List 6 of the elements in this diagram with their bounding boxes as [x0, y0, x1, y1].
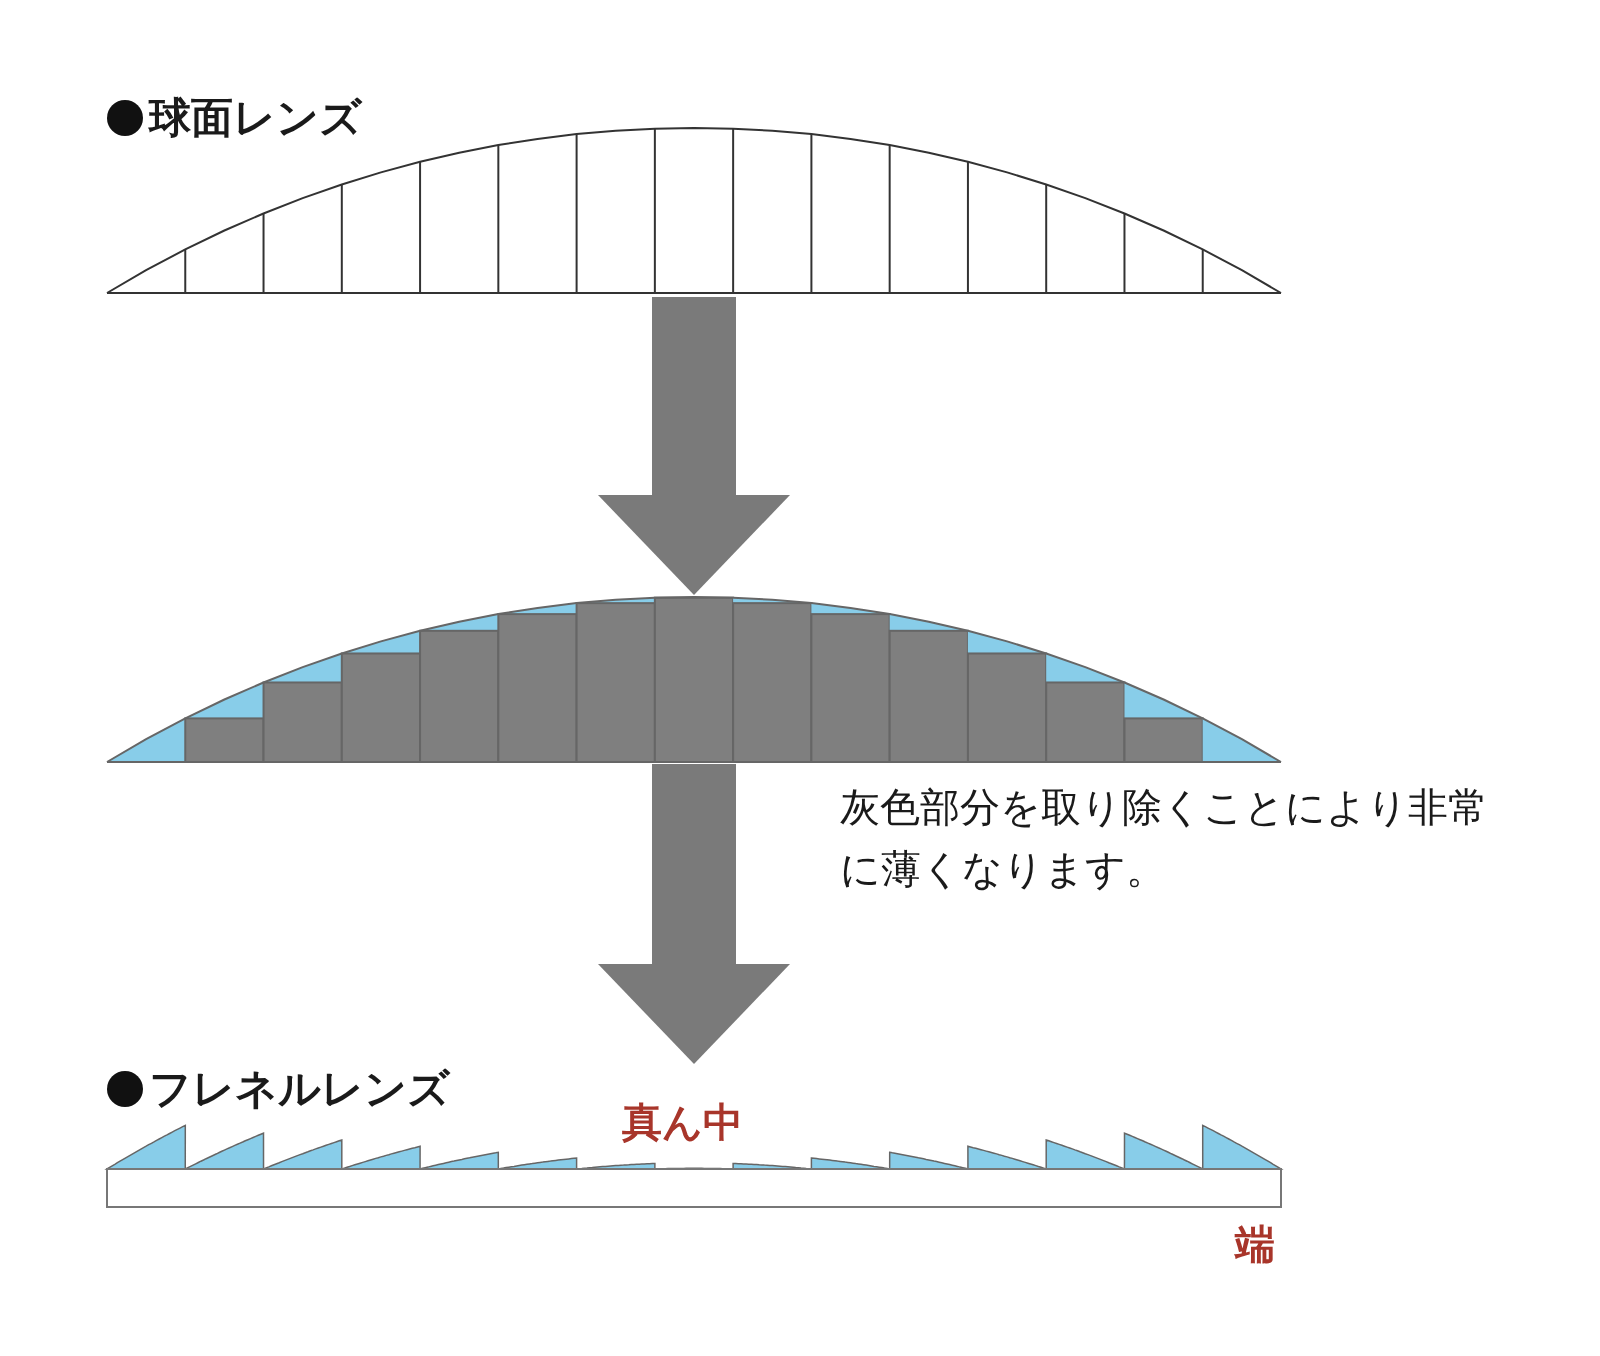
position-label: 真ん中 — [622, 1100, 743, 1144]
explanation-note: 灰色部分を取り除くことにより非常に薄くなります。 — [840, 783, 1489, 894]
lens-heading: 球面レンズ — [149, 95, 362, 142]
lens-heading: フレネルレンズ — [149, 1066, 450, 1113]
block-arrow — [598, 764, 790, 1064]
block-arrow — [598, 297, 790, 595]
